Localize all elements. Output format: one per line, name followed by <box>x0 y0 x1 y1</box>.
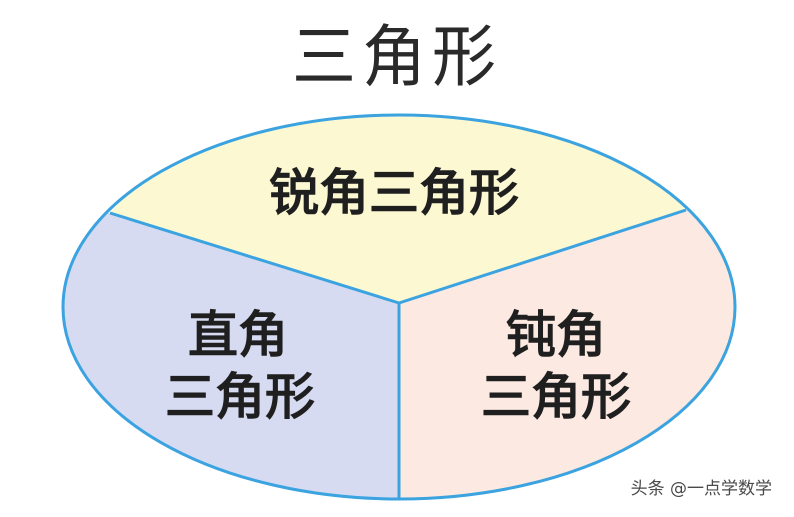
diagram-title: 三角形 <box>292 19 502 97</box>
divider-line-left <box>109 211 400 305</box>
divider-line-right <box>398 208 687 305</box>
obtuse-triangle-label-line1: 钝角 <box>506 305 606 364</box>
watermark: 头条 @一点学数学 <box>626 472 776 501</box>
acute-triangle-label: 锐角三角形 <box>269 163 519 222</box>
ellipse-outline <box>61 113 737 501</box>
watermark-text: 头条 @一点学数学 <box>630 479 772 499</box>
obtuse-triangle-label-line2: 三角形 <box>481 367 631 426</box>
acute-triangle-region <box>110 115 686 303</box>
right-triangle-label-line1: 直角 <box>188 305 288 364</box>
right-triangle-label-line2: 三角形 <box>165 367 315 426</box>
